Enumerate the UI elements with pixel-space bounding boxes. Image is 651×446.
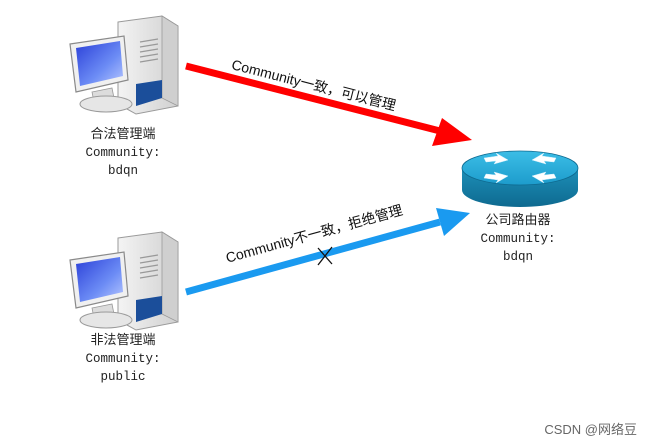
watermark: CSDN @网络豆 [544, 422, 637, 437]
router-icon [461, 150, 579, 207]
legit-admin-title: 合法管理端 [90, 127, 156, 142]
illegal-admin-label: 非法管理端 Community: public [78, 332, 168, 386]
illegal-admin-community-value: public [100, 370, 146, 384]
illegal-admin-pc-icon [69, 231, 179, 331]
denied-arrow [185, 208, 470, 296]
legit-admin-community-label: Community: [85, 146, 161, 160]
router-community-label: Community: [480, 232, 556, 246]
router-label: 公司路由器 Community: bdqn [470, 212, 566, 266]
illegal-admin-community-label: Community: [85, 352, 161, 366]
legit-admin-pc-icon [69, 15, 179, 115]
router-community-value: bdqn [502, 250, 533, 264]
router-title: 公司路由器 [485, 213, 551, 228]
denied-arrow-head [436, 208, 470, 236]
allowed-arrow [185, 62, 472, 146]
blocked-x-icon [317, 246, 333, 266]
legit-admin-community-value: bdqn [107, 164, 138, 178]
allowed-arrow-line [185, 62, 441, 135]
allowed-arrow-head [432, 118, 472, 146]
illegal-admin-title: 非法管理端 [90, 333, 156, 348]
legit-admin-label: 合法管理端 Community: bdqn [78, 126, 168, 180]
denied-arrow-line [185, 218, 441, 296]
